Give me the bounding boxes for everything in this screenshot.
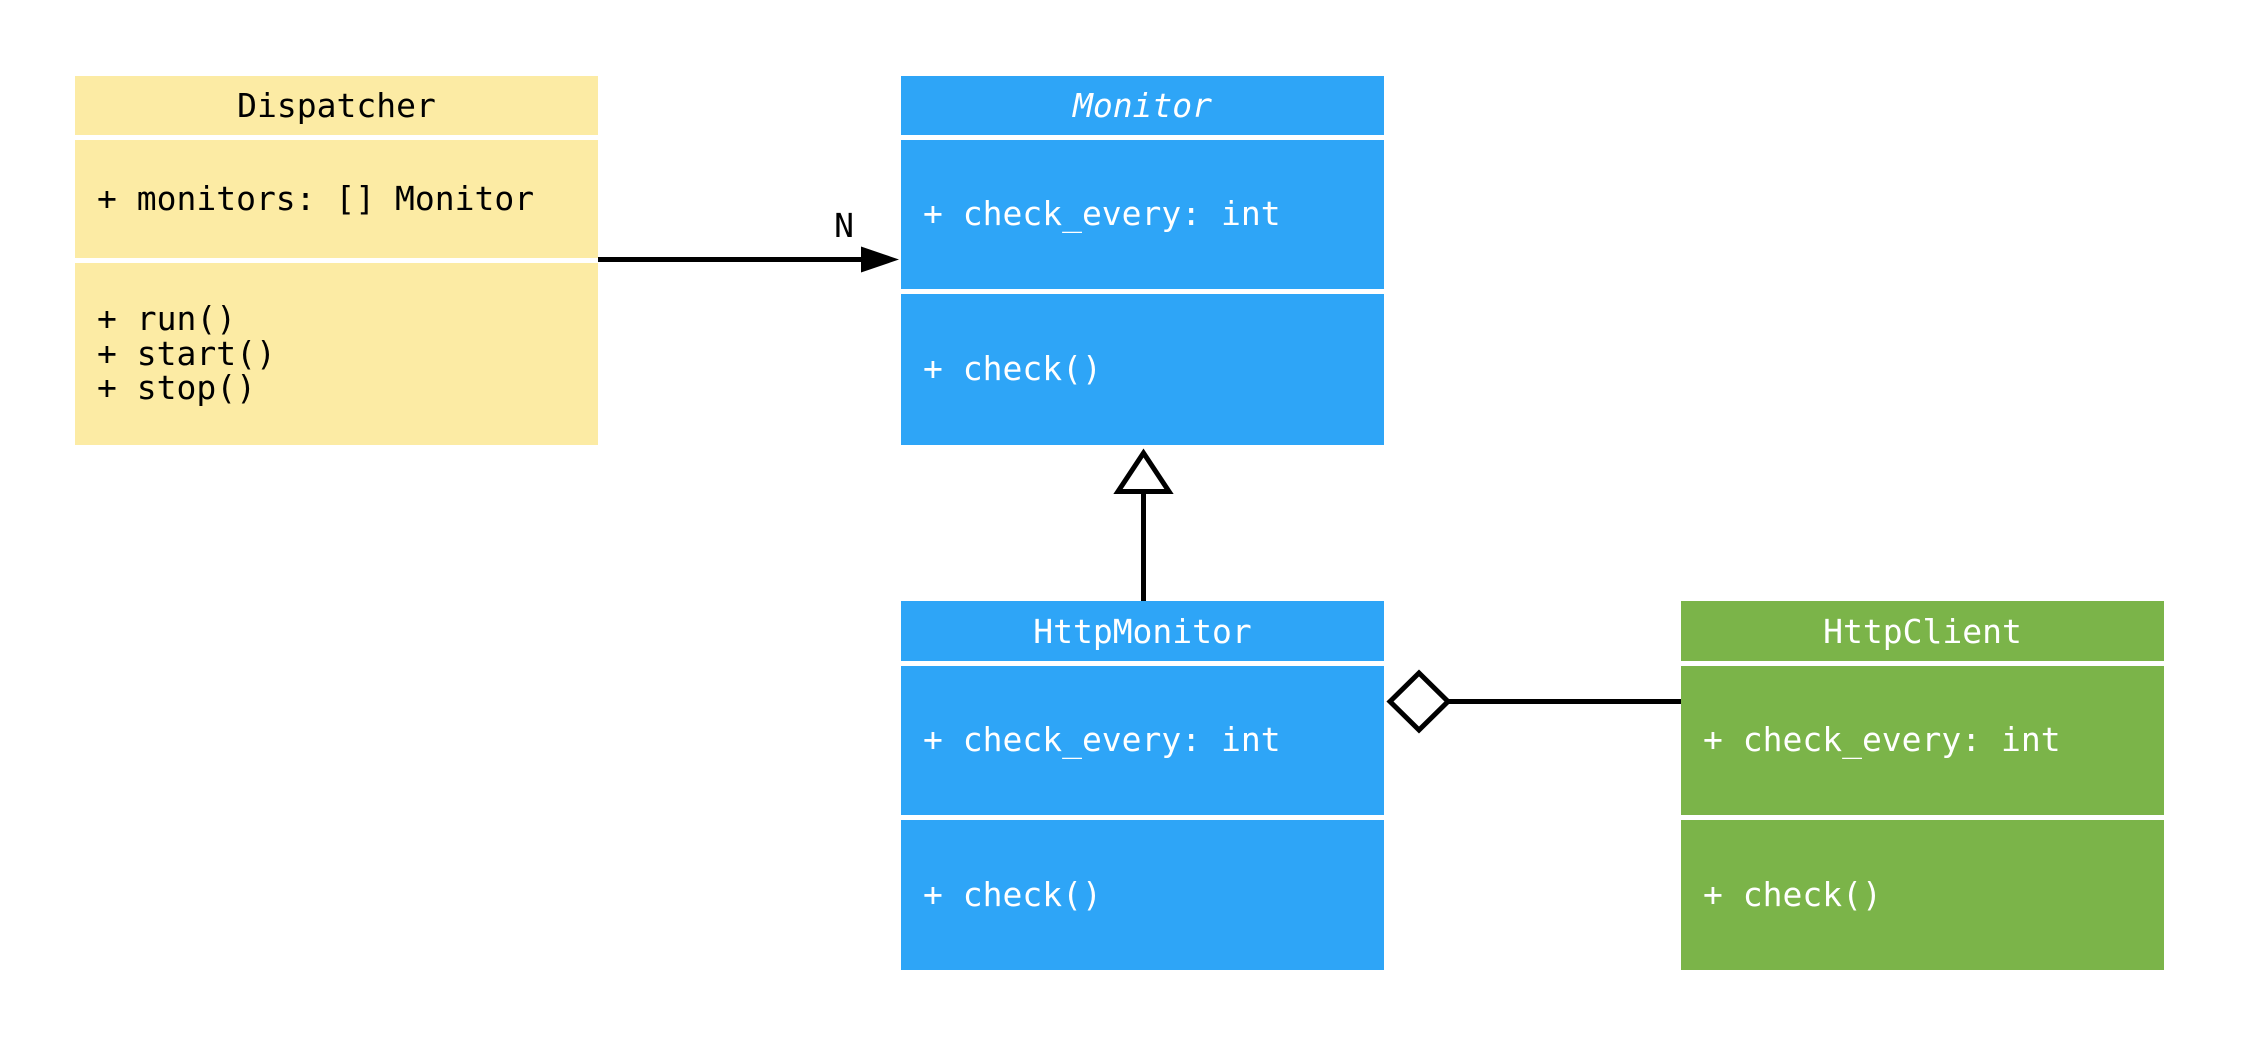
section-divider bbox=[1681, 661, 2164, 666]
section-divider bbox=[901, 661, 1384, 666]
attributes-section: + check_every: int bbox=[1681, 666, 2164, 815]
association-multiplicity-label: N bbox=[834, 206, 854, 245]
attribute-line: + check_every: int bbox=[923, 720, 1281, 760]
attribute-line: + check_every: int bbox=[1703, 720, 2061, 760]
method-line: + check() bbox=[923, 349, 1102, 389]
method-line: + check() bbox=[1703, 874, 1882, 914]
attributes-section: + check_every: int bbox=[901, 140, 1384, 289]
section-divider bbox=[75, 258, 598, 263]
aggregation-diamond-icon bbox=[1386, 669, 1452, 734]
attribute-line: + check_every: int bbox=[923, 194, 1281, 234]
method-line: + start() bbox=[97, 333, 276, 373]
section-divider bbox=[901, 289, 1384, 294]
methods-section: + run() + start() + stop() bbox=[75, 263, 598, 445]
section-divider bbox=[901, 815, 1384, 820]
methods-section: + check() bbox=[901, 820, 1384, 970]
section-divider bbox=[901, 135, 1384, 140]
class-box-httpclient[interactable]: HttpClient + check_every: int + check() bbox=[1681, 601, 2164, 970]
methods-section: + check() bbox=[901, 294, 1384, 445]
class-title: HttpClient bbox=[1823, 611, 2022, 651]
attributes-section: + monitors: [] Monitor bbox=[75, 140, 598, 258]
attribute-line: + monitors: [] Monitor bbox=[97, 178, 535, 218]
class-box-httpmonitor[interactable]: HttpMonitor + check_every: int + check() bbox=[901, 601, 1384, 970]
generalization-triangle-icon bbox=[1113, 448, 1174, 494]
association-arrowhead-icon bbox=[861, 246, 899, 273]
method-line: + run() bbox=[97, 299, 237, 339]
class-title: Dispatcher bbox=[237, 86, 436, 125]
class-title: HttpMonitor bbox=[1033, 611, 1252, 651]
attributes-section: + check_every: int bbox=[901, 666, 1384, 815]
class-box-dispatcher[interactable]: Dispatcher + monitors: [] Monitor + run(… bbox=[75, 76, 598, 445]
section-divider bbox=[1681, 815, 2164, 820]
section-divider bbox=[75, 135, 598, 140]
class-box-monitor[interactable]: Monitor + check_every: int + check() bbox=[901, 76, 1384, 445]
method-line: + check() bbox=[923, 874, 1102, 914]
method-line: + stop() bbox=[97, 368, 256, 408]
class-title: Monitor bbox=[1072, 86, 1213, 125]
methods-section: + check() bbox=[1681, 820, 2164, 970]
